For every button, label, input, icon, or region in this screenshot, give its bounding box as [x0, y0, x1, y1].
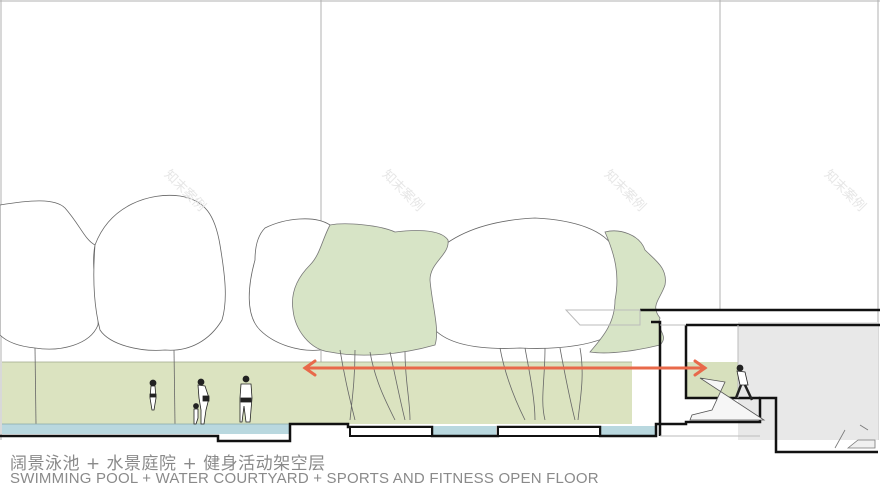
caption-chinese: 阔景泳池 + 水景庭院 + 健身活动架空层 [10, 454, 326, 474]
fitness-equipment [834, 424, 876, 449]
water [2, 424, 656, 436]
person-man-with-child [193, 378, 210, 425]
treadmill [689, 377, 766, 421]
tree-canopies [0, 194, 624, 351]
background-buildings [0, 0, 880, 440]
person-woman [149, 379, 157, 411]
courtyard-green-area [2, 362, 632, 424]
person-couple [239, 375, 253, 423]
fitness-building [640, 308, 880, 436]
person-runner [734, 364, 754, 401]
circulation-arrow [302, 359, 708, 377]
caption-english: SWIMMING POOL + WATER COURTYARD + SPORTS… [10, 470, 599, 487]
tree-trunks [34, 347, 583, 425]
people-figures [149, 364, 876, 449]
tree-canopies-green [292, 223, 666, 356]
